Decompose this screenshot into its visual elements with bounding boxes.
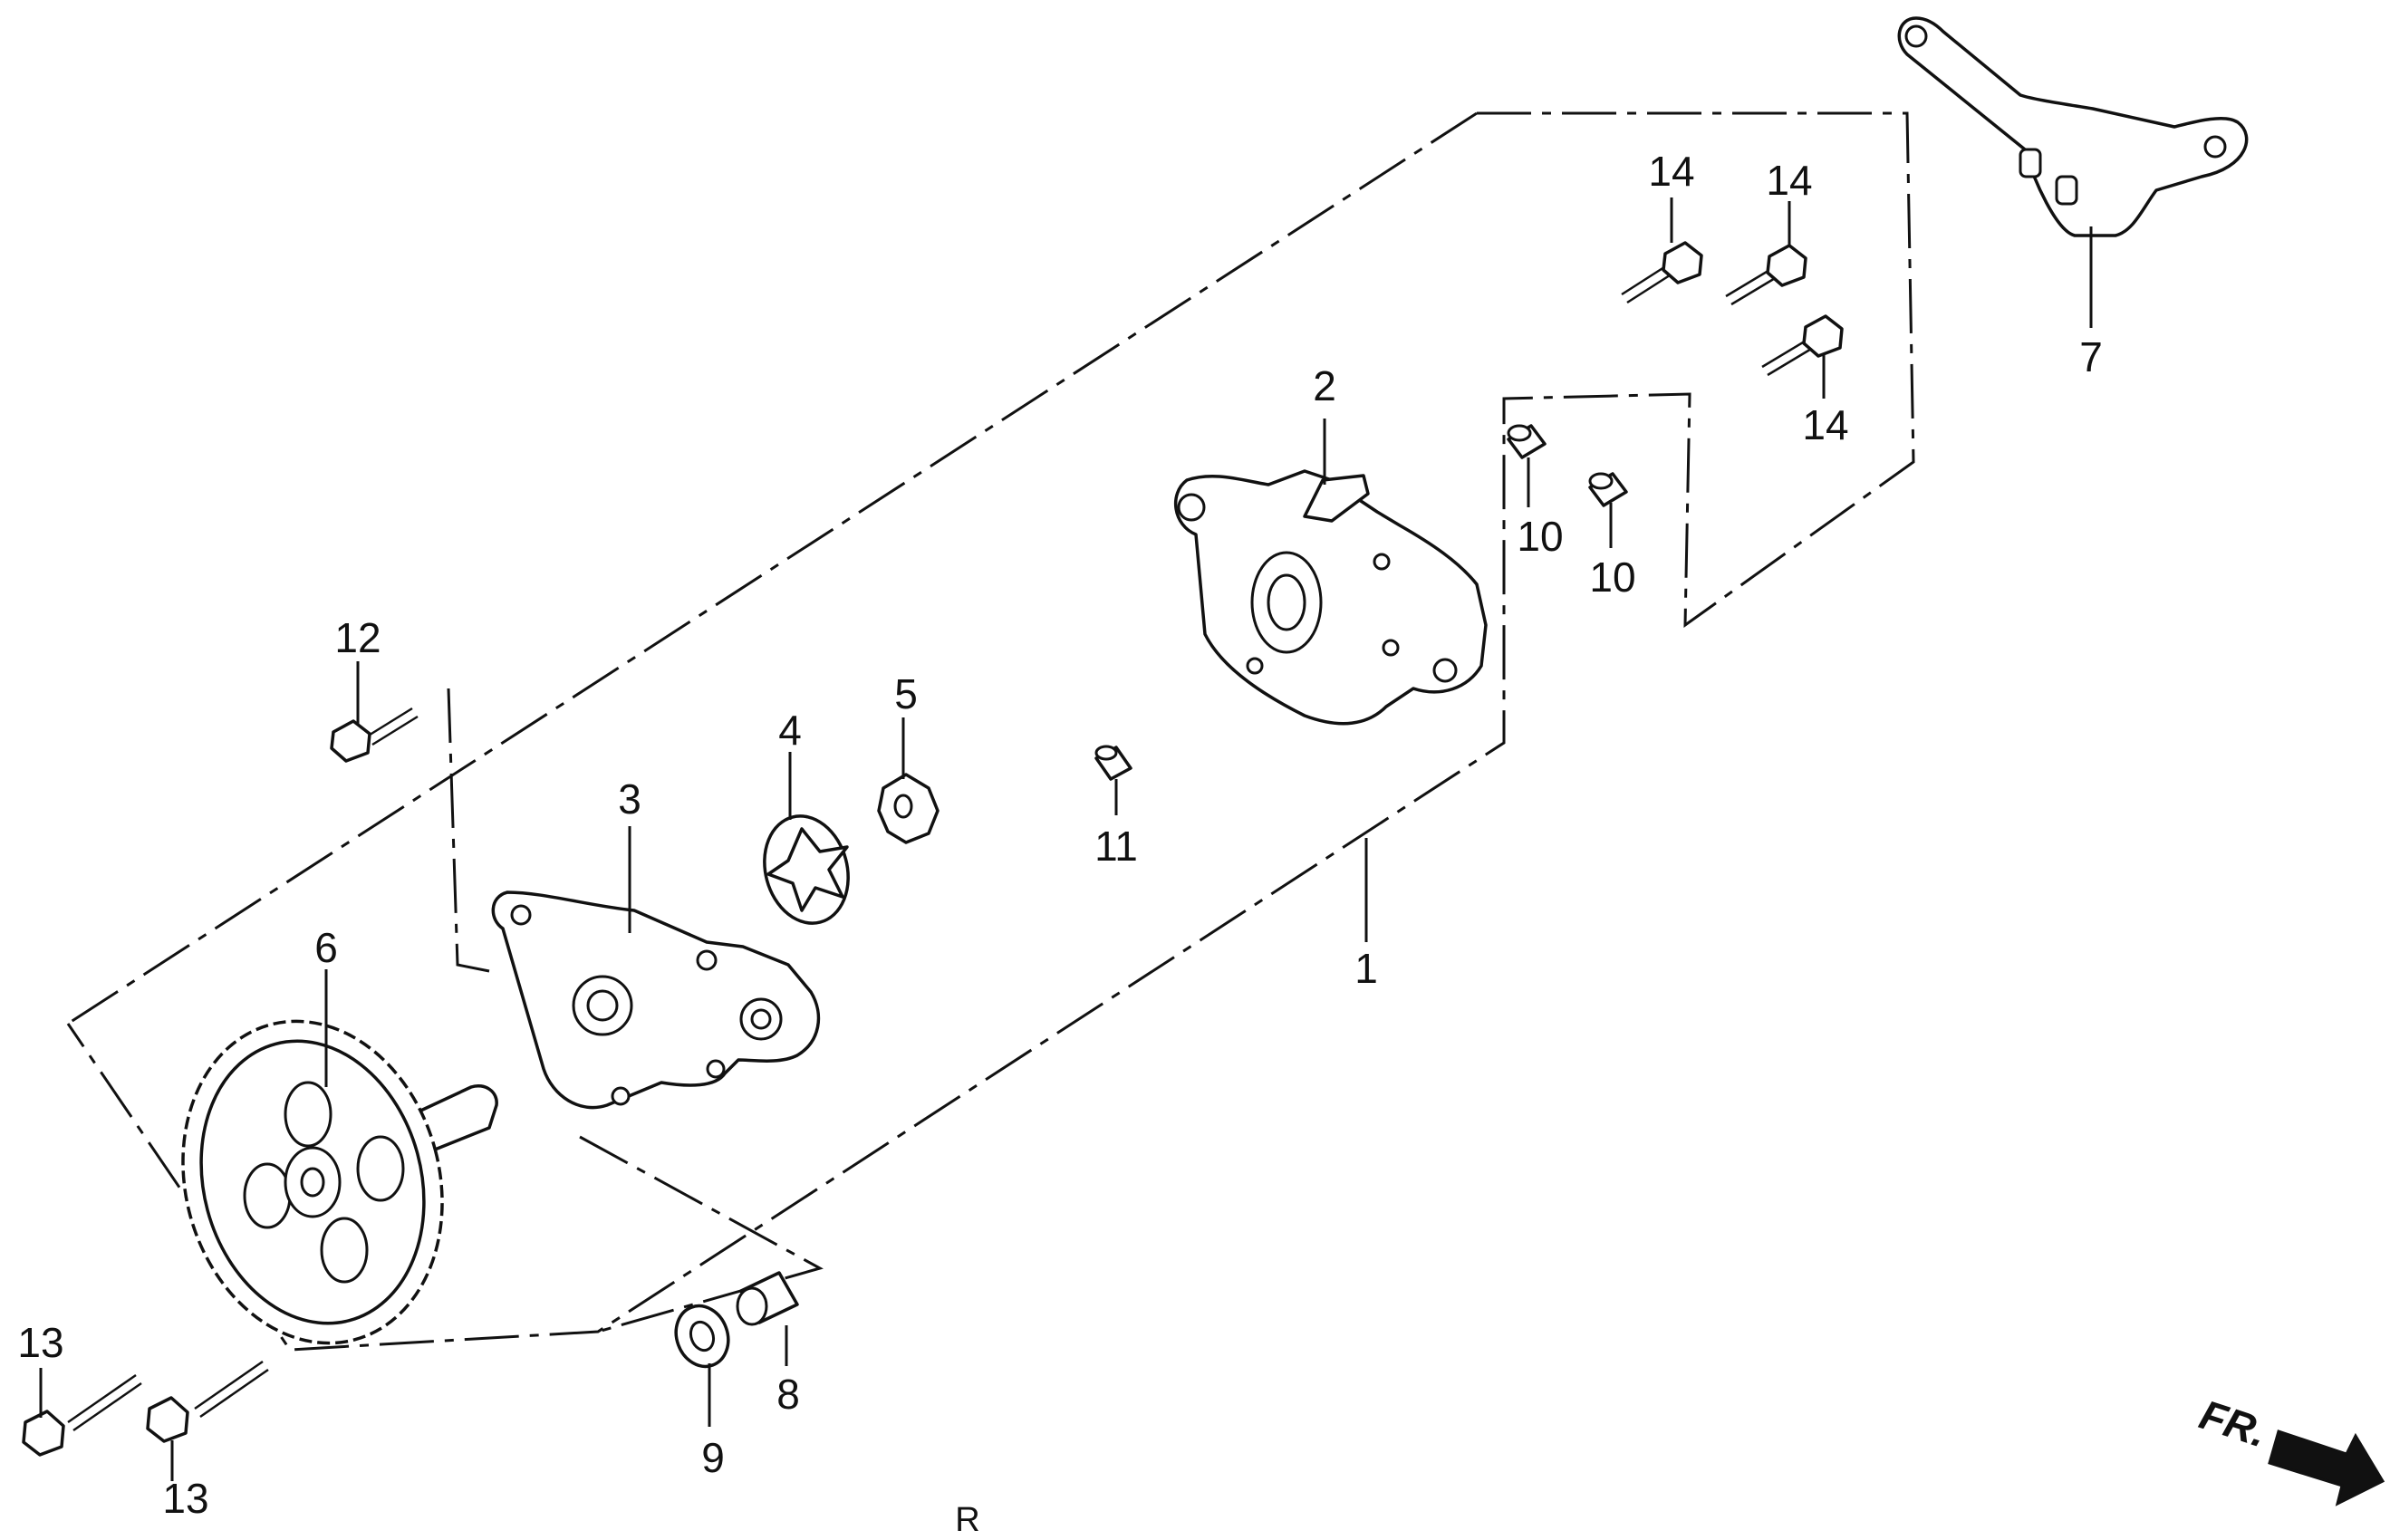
dowel-pin-10b — [1588, 472, 1628, 507]
leader-lines — [39, 197, 2093, 1481]
callout-14c: 14 — [1802, 401, 1848, 448]
footer-mark: R — [955, 1501, 979, 1539]
front-direction-indicator: FR. — [2194, 1391, 2385, 1506]
bolt-13b — [146, 1360, 269, 1443]
callout-10b: 10 — [1589, 553, 1635, 601]
oil-seal — [674, 1304, 730, 1369]
pump-housing — [491, 890, 821, 1110]
callout-3: 3 — [618, 775, 641, 823]
outer-rotor — [763, 814, 850, 925]
callout-1: 1 — [1354, 945, 1378, 992]
callout-14a: 14 — [1648, 148, 1694, 195]
callout-12: 12 — [334, 614, 381, 661]
dowel-pin-10a — [1507, 424, 1547, 459]
callout-numbers: 1 2 3 4 5 6 7 8 9 10 10 11 12 13 13 14 1… — [17, 148, 2102, 1522]
callout-10a: 10 — [1517, 513, 1563, 560]
front-direction-arrow-icon — [2268, 1429, 2385, 1506]
flange-bolt-14c — [1761, 314, 1844, 377]
assembly-group-outlines — [66, 111, 1915, 1352]
callout-6: 6 — [314, 924, 338, 971]
callout-9: 9 — [701, 1434, 725, 1481]
flange-bolt-14a — [1621, 241, 1703, 304]
collar — [736, 1271, 799, 1326]
inner-rotor — [877, 773, 940, 844]
callout-13b: 13 — [162, 1475, 208, 1522]
pump-cover — [1173, 469, 1488, 726]
bolt-13a — [22, 1373, 142, 1457]
callout-11: 11 — [1094, 823, 1138, 870]
callout-4: 4 — [778, 707, 802, 754]
callout-5: 5 — [894, 670, 918, 717]
direction-label: FR. — [2194, 1391, 2273, 1456]
callout-8: 8 — [776, 1371, 800, 1418]
callout-7: 7 — [2079, 333, 2103, 380]
callout-14b: 14 — [1766, 157, 1812, 204]
flange-bolt-14b — [1725, 244, 1807, 306]
callout-2: 2 — [1313, 362, 1336, 409]
callout-13a: 13 — [17, 1319, 63, 1366]
bolt-12 — [330, 707, 419, 763]
bracket-plate — [1897, 16, 2249, 237]
drive-gear — [181, 1019, 498, 1345]
dowel-pin-11 — [1094, 745, 1132, 781]
